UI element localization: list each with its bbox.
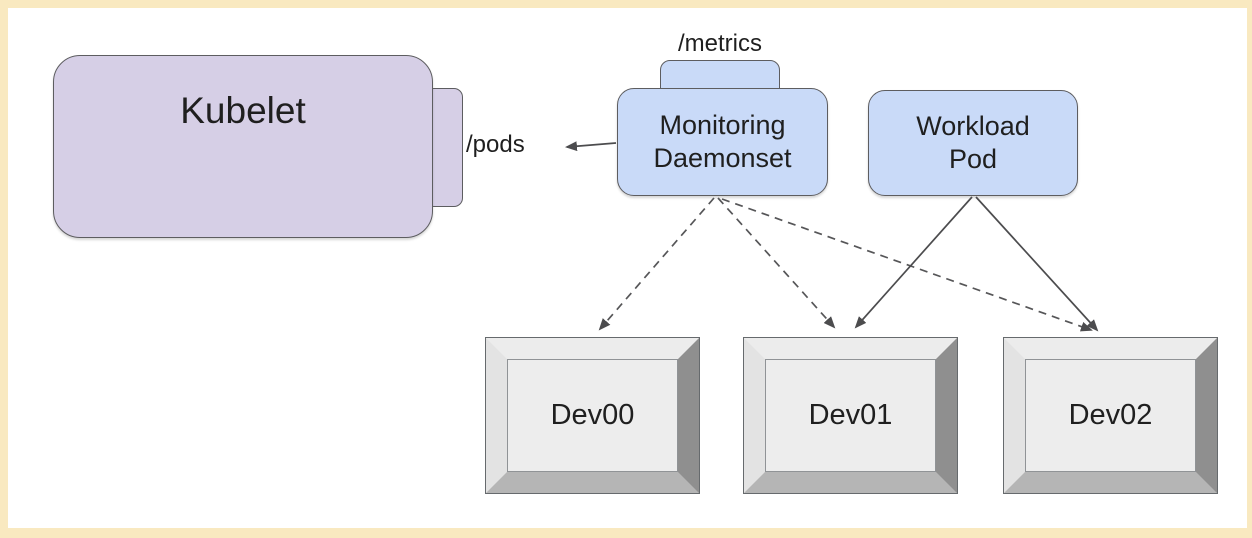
node-kubelet: Kubelet <box>53 55 433 238</box>
device-box-dev00: Dev00 <box>485 337 700 494</box>
device-box-dev01: Dev01 <box>743 337 958 494</box>
dev01-label: Dev01 <box>808 399 893 431</box>
dev02-label: Dev02 <box>1068 399 1153 431</box>
node-monitoring-daemonset: Monitoring Daemonset <box>617 88 828 196</box>
node-workload-pod: Workload Pod <box>868 90 1078 196</box>
monitoring-daemonset-label: Monitoring Daemonset <box>653 110 792 173</box>
metrics-endpoint-label: /metrics <box>678 30 762 57</box>
pods-endpoint-label: /pods <box>466 131 525 158</box>
dev00-label: Dev00 <box>550 399 635 431</box>
workload-pod-label: Workload Pod <box>916 111 1030 174</box>
device-box-dev02: Dev02 <box>1003 337 1218 494</box>
kubelet-label: Kubelet <box>180 90 306 131</box>
